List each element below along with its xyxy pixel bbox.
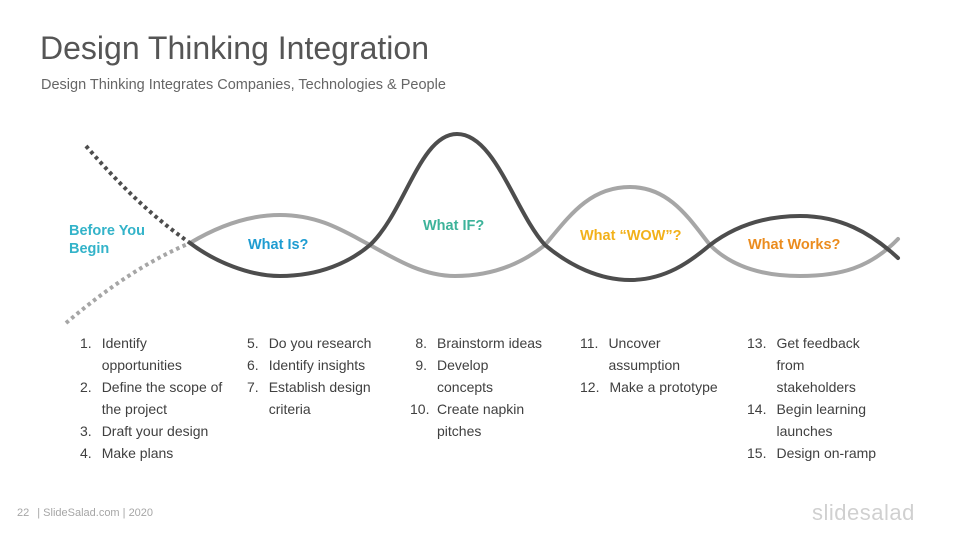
list-text: Design on-ramp	[776, 445, 877, 461]
stage-before-line1: Before You	[69, 223, 146, 239]
list-item: 1. Identify opportunities	[80, 332, 225, 376]
stage-before-line2: Begin	[69, 241, 110, 257]
list-item: 10. Create napkin pitches	[410, 398, 550, 442]
brand-logo: slidesalad	[812, 500, 915, 525]
page-subtitle: Design Thinking Integrates Companies, Te…	[41, 77, 446, 93]
list-text: Uncover assumption	[608, 335, 681, 373]
list-number: 3.	[80, 423, 92, 439]
list-item: 11. Uncover assumption	[580, 332, 725, 376]
list-number: 15.	[747, 445, 767, 461]
stage-before-you-begin: Before You Begin	[69, 222, 145, 258]
list-item: 6. Identify insights	[247, 354, 382, 376]
list-text: Brainstorm ideas	[437, 335, 543, 351]
list-text: Identify insights	[268, 357, 366, 373]
list-item: 9. Develop concepts	[410, 354, 550, 398]
step-list-what-wow: 11. Uncover assumption 12. Make a prototyp…	[580, 332, 725, 398]
list-text: Make a prototype	[609, 379, 718, 395]
list-number: 8.	[415, 335, 427, 351]
list-number: 5.	[247, 335, 259, 351]
list-text: Identify opportunities	[101, 335, 182, 373]
list-text: Begin learning launches	[776, 401, 866, 439]
list-number: 2.	[80, 379, 92, 395]
list-number: 9.	[415, 357, 427, 373]
list-number: 4.	[80, 445, 92, 461]
list-number: 11.	[580, 335, 599, 351]
list-text: Draft your design	[101, 423, 209, 439]
list-item: 2. Define the scope of the project	[80, 376, 225, 420]
list-text: Define the scope of the project	[101, 379, 223, 417]
page-number: 22	[17, 507, 30, 519]
list-item: 12. Make a prototype	[580, 376, 725, 398]
list-text: Do you research	[268, 335, 372, 351]
stage-what-works: What Works?	[748, 237, 841, 253]
list-item: 5. Do you research	[247, 332, 382, 354]
step-list-what-works: 13. Get feedback from stakeholders 14. Beg…	[747, 332, 887, 464]
list-number: 7.	[247, 379, 259, 395]
list-item: 14. Begin learning launches	[747, 398, 887, 442]
list-text: Make plans	[101, 445, 174, 461]
entry-dotted-dark-line	[84, 144, 192, 245]
list-number: 10.	[410, 401, 430, 417]
list-item: 15. Design on-ramp	[747, 442, 887, 464]
list-number: 12.	[580, 379, 600, 395]
list-item: 4. Make plans	[80, 442, 225, 464]
step-list-before: 1. Identify opportunities 2. Define the sc…	[80, 332, 225, 464]
footer-text: | SlideSalad.com | 2020	[37, 507, 154, 519]
list-text: Establish design criteria	[268, 379, 371, 417]
list-item: 8. Brainstorm ideas	[410, 332, 550, 354]
list-item: 7. Establish design criteria	[247, 376, 382, 420]
step-list-what-if: 8. Brainstorm ideas 9. Develop concepts 10…	[410, 332, 550, 442]
list-item: 3. Draft your design	[80, 420, 225, 442]
list-number: 14.	[747, 401, 767, 417]
list-item: 13. Get feedback from stakeholders	[747, 332, 887, 398]
list-number: 1.	[80, 335, 92, 351]
stage-what-wow: What “WOW”?	[580, 228, 682, 244]
footer: 22 | SlideSalad.com | 2020	[17, 507, 153, 519]
list-text: Get feedback from stakeholders	[776, 335, 860, 395]
stage-what-is: What Is?	[248, 237, 309, 253]
dark-wave-line	[188, 131, 900, 283]
list-number: 13.	[747, 335, 767, 351]
entry-dotted-light-line	[64, 241, 191, 325]
step-list-what-is: 5. Do you research 6. Identify insights 7.…	[247, 332, 382, 420]
list-text: Create napkin pitches	[437, 401, 525, 439]
light-wave-line	[188, 184, 900, 279]
list-text: Develop concepts	[437, 357, 494, 395]
stage-what-if: What IF?	[423, 218, 485, 234]
page-title: Design Thinking Integration	[40, 30, 429, 66]
list-number: 6.	[247, 357, 259, 373]
